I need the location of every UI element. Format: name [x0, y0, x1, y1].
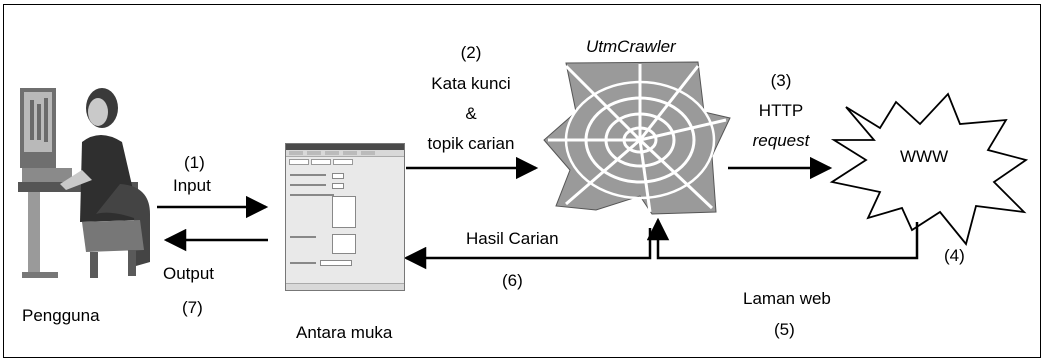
web-page-label: Laman web	[743, 289, 831, 308]
search-results-label: Hasil Carian	[466, 229, 559, 248]
step-5-label: (5)	[774, 320, 795, 339]
input-label: Input	[173, 176, 211, 195]
step-3-label: (3)	[770, 71, 792, 90]
crawler-label: UtmCrawler	[586, 37, 676, 56]
step-2-label: (2)	[460, 43, 482, 62]
step-7-label: (7)	[182, 298, 203, 317]
step-4-label: (4)	[944, 246, 965, 265]
output-label: Output	[163, 264, 215, 283]
request-label: request	[752, 131, 810, 150]
diagram-frame	[3, 4, 1041, 358]
www-burst-shape	[829, 92, 1029, 246]
spider-web-icon	[543, 61, 731, 215]
web-page-return-arrow	[646, 217, 919, 260]
user-at-computer-icon	[18, 88, 150, 278]
interface-label: Antara muka	[296, 323, 393, 342]
ampersand-label: &	[465, 104, 477, 123]
search-topic-label: topik carian	[427, 134, 515, 153]
results-arrow	[403, 228, 652, 270]
user-label: Pengguna	[22, 306, 100, 325]
step-6-label: (6)	[502, 271, 523, 290]
step-1-label: (1)	[184, 153, 205, 172]
interface-window-screenshot	[285, 143, 405, 291]
keyword-label: Kata kunci	[431, 74, 511, 93]
http-label: HTTP	[758, 101, 804, 120]
www-label: WWW	[900, 147, 949, 166]
